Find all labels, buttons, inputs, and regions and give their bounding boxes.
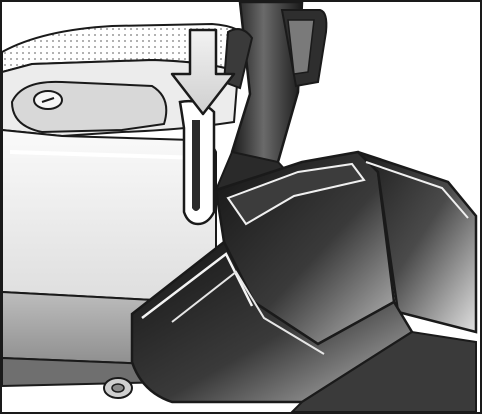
power-icon: [33, 90, 63, 110]
floorhead: [130, 150, 478, 412]
parking-slot: [178, 99, 216, 226]
wheel-icon: [103, 377, 133, 399]
arrow-down-icon: [170, 28, 236, 116]
